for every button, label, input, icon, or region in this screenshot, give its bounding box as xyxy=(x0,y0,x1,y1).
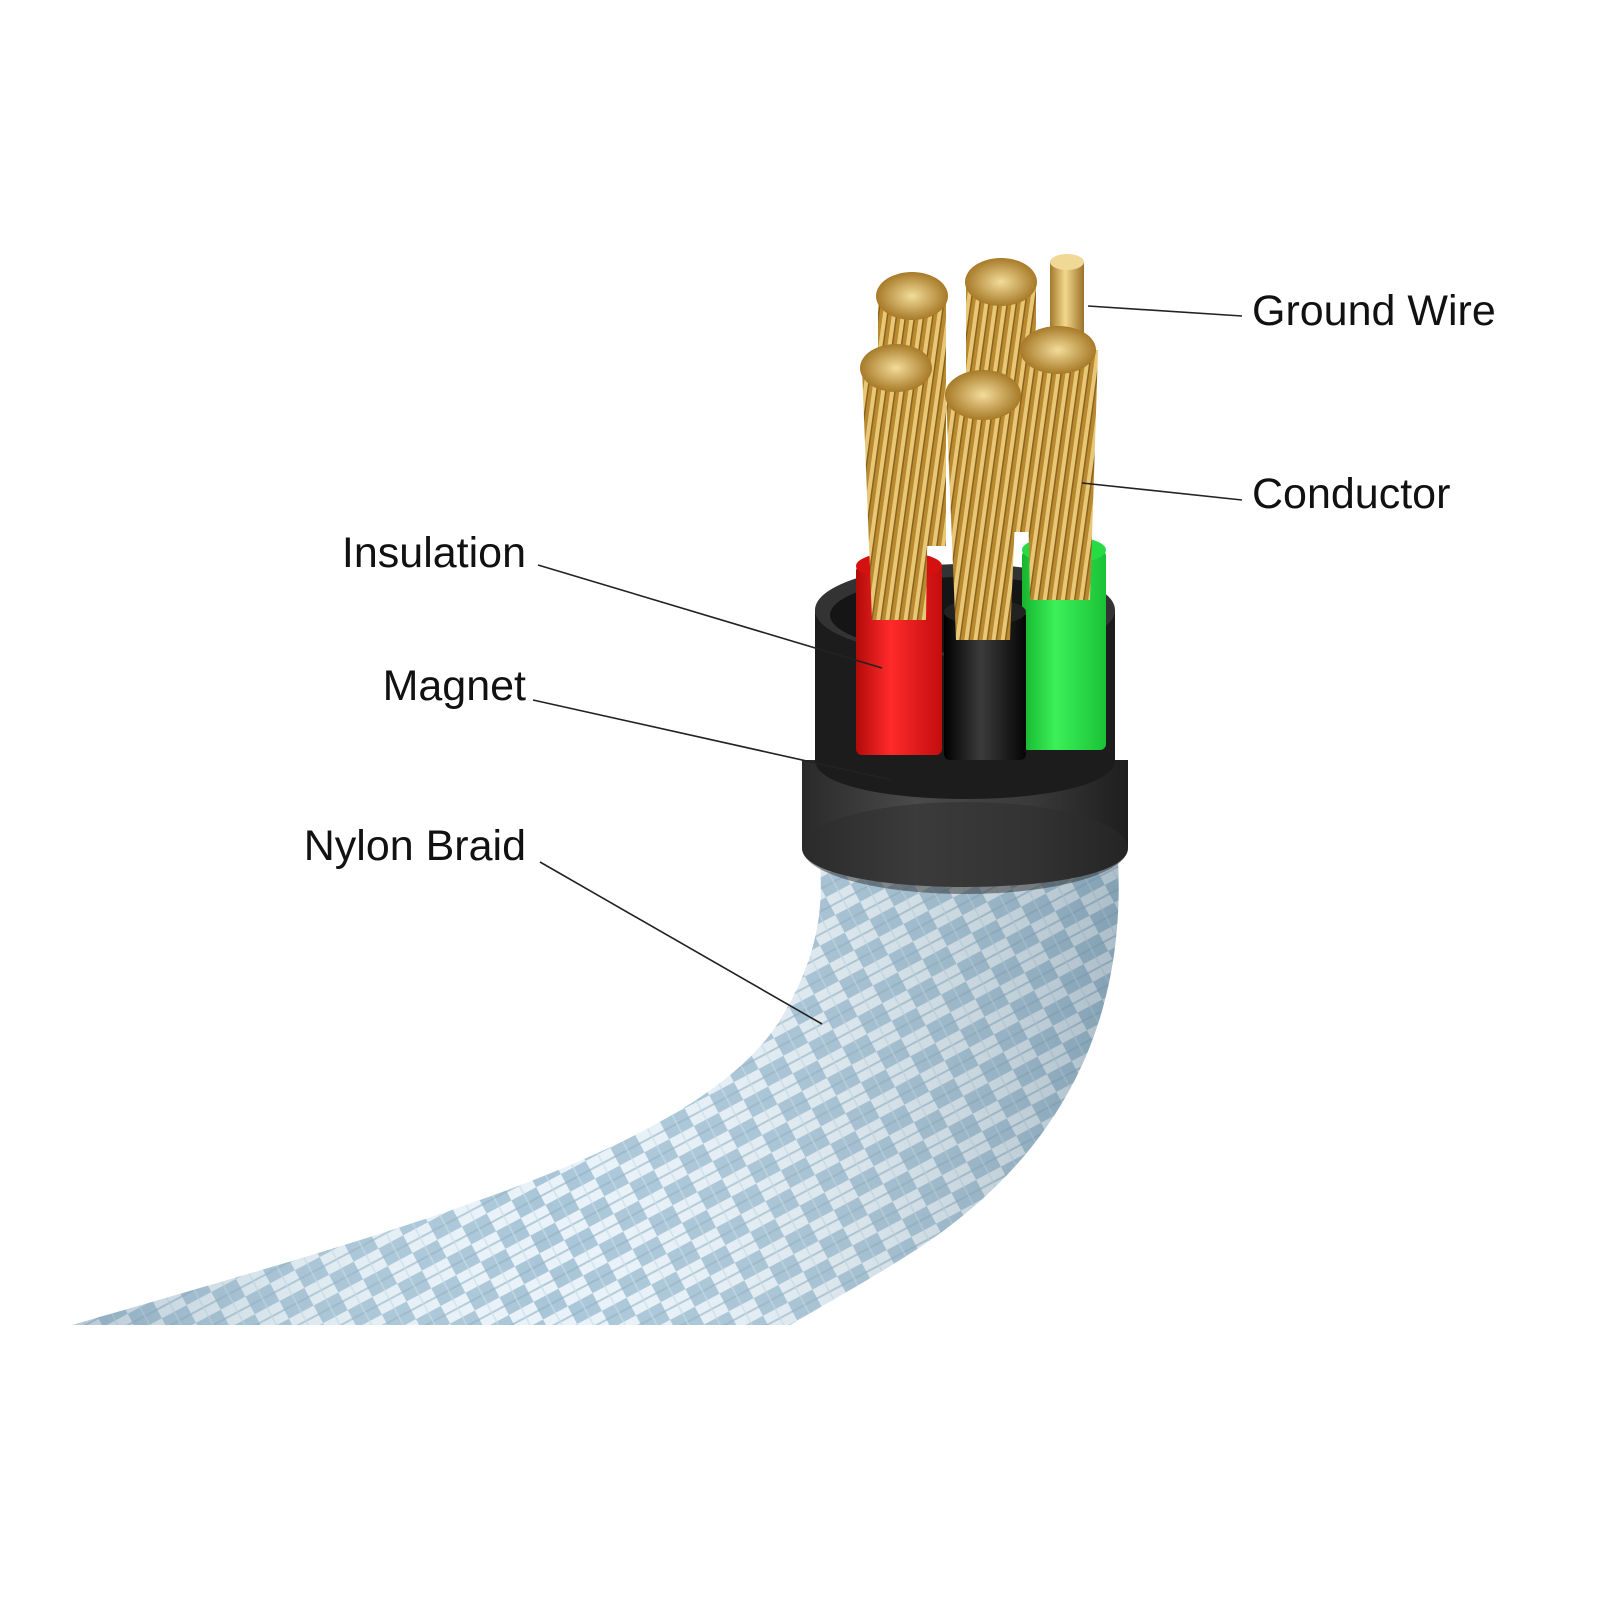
label-conductor: Conductor xyxy=(1252,470,1451,518)
label-insulation: Insulation xyxy=(341,529,526,577)
nylon-braid-sleeve xyxy=(72,860,1119,1325)
label-ground-wire: Ground Wire xyxy=(1252,287,1496,335)
leader-conductor xyxy=(1081,482,1243,501)
leader-insulation xyxy=(537,564,883,669)
leader-nylon-braid xyxy=(539,861,823,1025)
label-magnet: Magnet xyxy=(382,662,526,710)
red-wire xyxy=(856,344,942,755)
leader-lines xyxy=(532,305,1243,1025)
leader-magnet xyxy=(532,699,893,781)
leader-ground-wire xyxy=(1087,305,1243,317)
green-wire xyxy=(1020,326,1106,750)
black-wire xyxy=(944,370,1026,760)
label-nylon-braid: Nylon Braid xyxy=(303,822,526,870)
